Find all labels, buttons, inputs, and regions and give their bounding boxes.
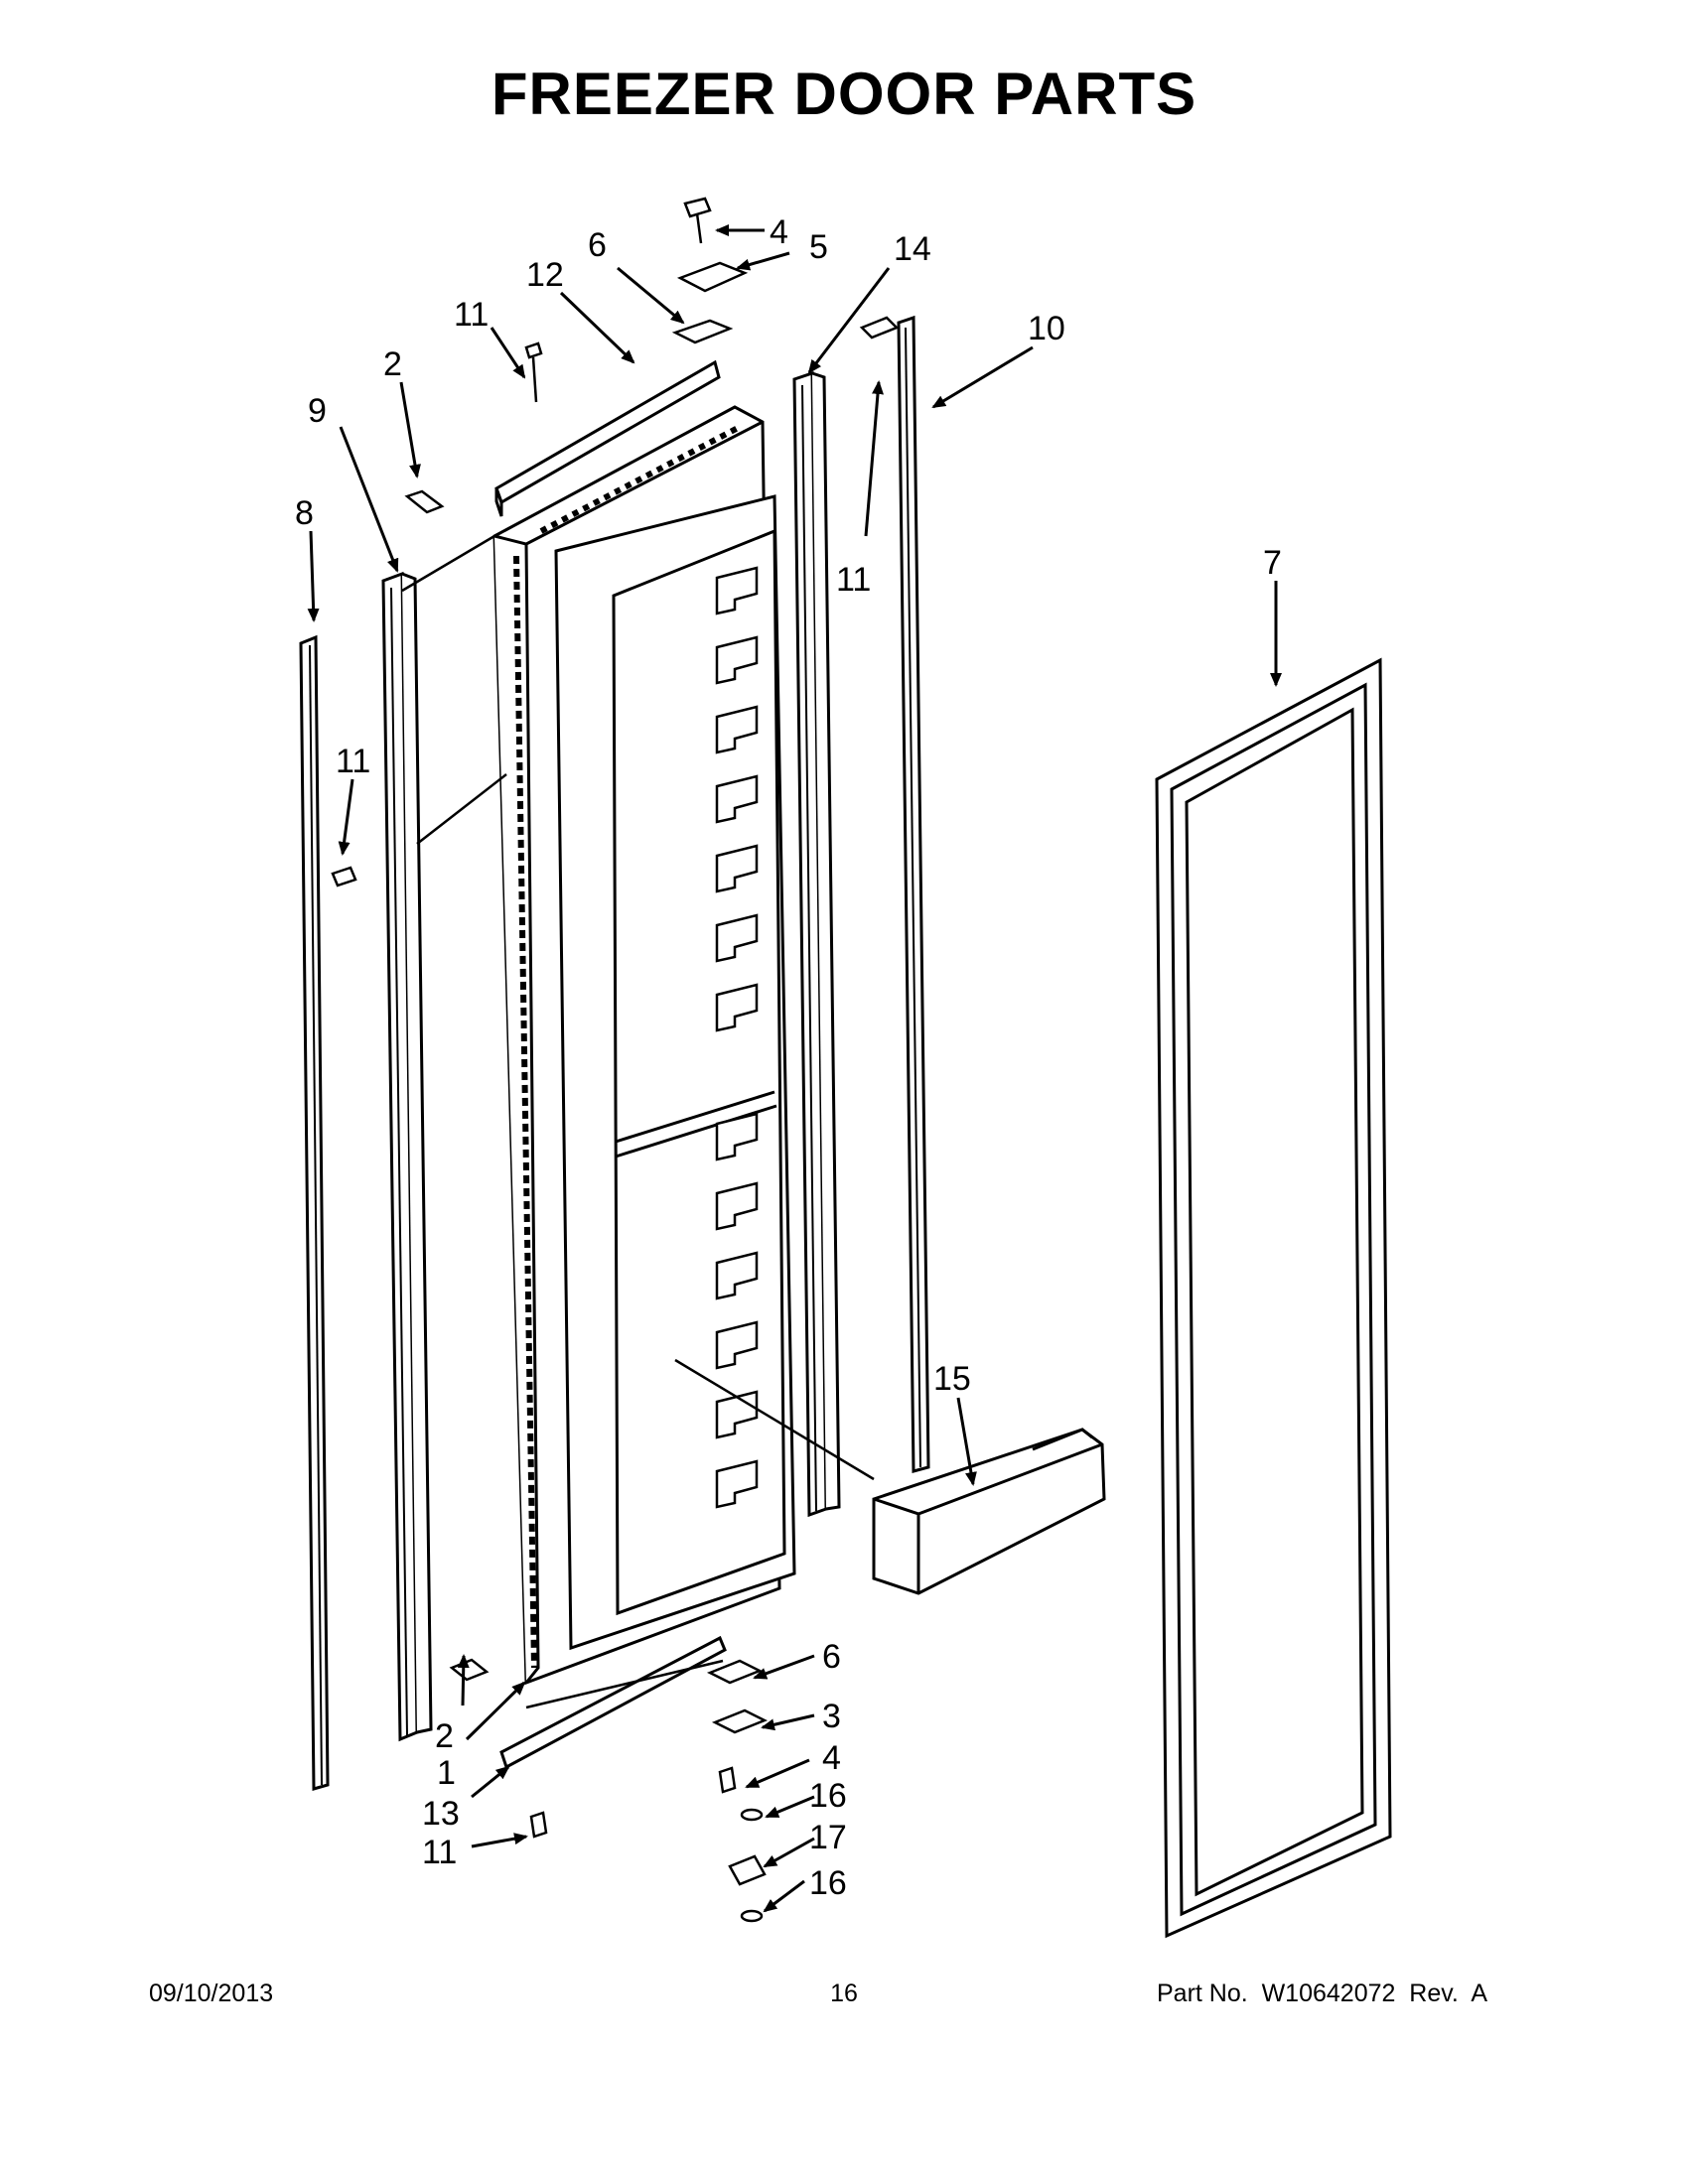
callout-10: 10	[1028, 310, 1065, 347]
page-number: 16	[830, 1979, 858, 2007]
callout-leaders	[307, 224, 1282, 1913]
callout-2-bottom: 2	[435, 1717, 454, 1755]
callout-11-right: 11	[836, 561, 871, 599]
part-1-door-liner	[492, 405, 796, 1686]
page-title: FREEZER DOOR PARTS	[491, 61, 1197, 127]
part-12-top-bracket	[494, 359, 721, 517]
callout-11-left: 11	[336, 743, 370, 780]
part-number: Part No. W10642072 Rev. A	[1157, 1979, 1488, 2007]
shelf-supports	[715, 566, 759, 1509]
part-7-door-gasket	[1155, 657, 1392, 1939]
part-10-strip	[897, 315, 930, 1473]
callout-12: 12	[526, 256, 564, 294]
callout-16-lower: 16	[809, 1864, 847, 1902]
callout-5-top: 5	[809, 228, 828, 266]
callout-1: 1	[437, 1754, 456, 1792]
callout-4-top: 4	[770, 213, 788, 251]
callout-2-top: 2	[383, 345, 402, 383]
callout-7: 7	[1263, 544, 1282, 582]
callout-labels: 4 5 6 12 11 14 10 2 9 8 11 7 11 15 6 3 4…	[295, 213, 1282, 1902]
part-8-strip	[299, 634, 330, 1791]
callout-6-top: 6	[588, 226, 607, 264]
callout-3: 3	[822, 1698, 841, 1735]
callout-4-bottom: 4	[822, 1739, 841, 1777]
callout-17: 17	[809, 1819, 847, 1856]
callout-15: 15	[933, 1360, 971, 1398]
part-9-hinge-trim	[381, 571, 433, 1742]
part-13-bottom-bracket	[499, 1635, 727, 1770]
part-15-door-bin	[872, 1428, 1106, 1595]
callout-9: 9	[308, 392, 327, 430]
alignment-lines	[401, 534, 875, 1709]
footer-date: 09/10/2013	[149, 1979, 274, 2007]
part-14-handle-trim	[792, 370, 841, 1518]
callout-11-bottom: 11	[422, 1834, 457, 1871]
callout-13: 13	[422, 1795, 460, 1833]
callout-14: 14	[894, 230, 931, 268]
callout-11-top: 11	[454, 296, 489, 334]
callout-8: 8	[295, 494, 314, 532]
hardware	[331, 197, 900, 1923]
callout-16-upper: 16	[809, 1777, 847, 1815]
callout-6-bottom: 6	[822, 1638, 841, 1676]
